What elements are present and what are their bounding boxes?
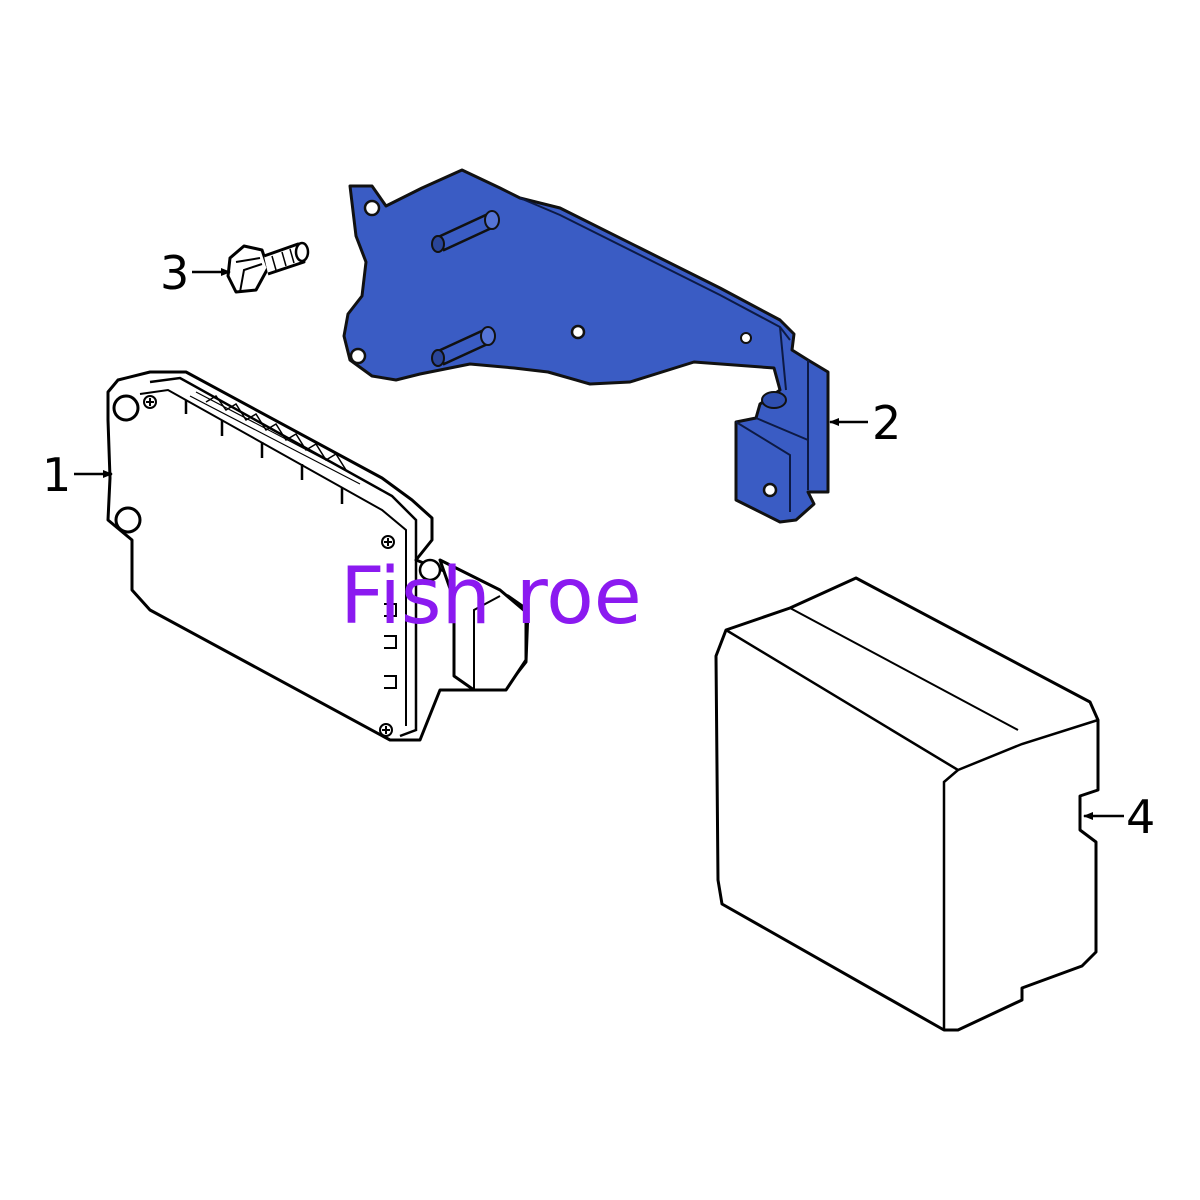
callout-2: 2 bbox=[872, 396, 902, 450]
control-module[interactable] bbox=[106, 370, 530, 742]
stud-upper bbox=[431, 210, 500, 253]
callout-leaders bbox=[74, 268, 1124, 820]
callout-1: 1 bbox=[42, 448, 72, 502]
stud-lower bbox=[431, 326, 496, 367]
callout-3: 3 bbox=[160, 246, 190, 300]
callout-4: 4 bbox=[1126, 790, 1156, 844]
cover[interactable] bbox=[714, 576, 1100, 1032]
mounting-bracket[interactable] bbox=[342, 168, 830, 524]
bolt[interactable] bbox=[226, 241, 310, 294]
watermark-text: Fish roe bbox=[340, 552, 642, 642]
